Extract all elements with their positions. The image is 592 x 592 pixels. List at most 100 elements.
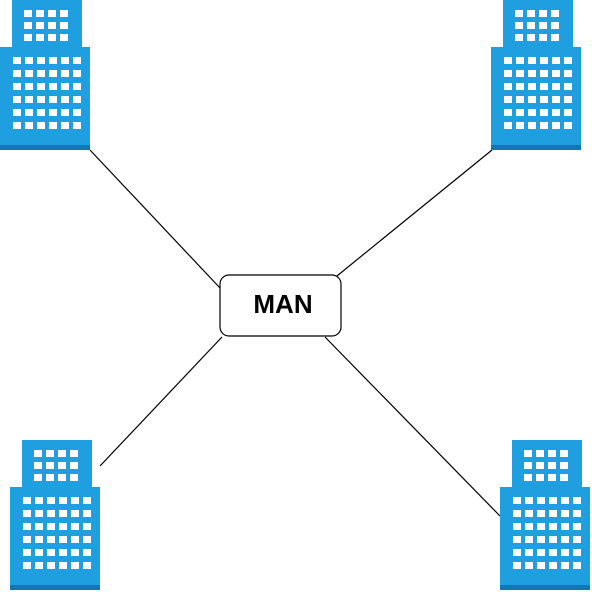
building-window (71, 523, 79, 530)
office-building-icon (500, 440, 590, 590)
building-window (25, 109, 33, 116)
building-window (528, 57, 536, 64)
building-window (564, 57, 572, 64)
building-window (49, 57, 57, 64)
building-window (37, 122, 45, 129)
building-window (540, 70, 548, 77)
building-window (573, 562, 581, 569)
building-window (540, 109, 548, 116)
building-window (59, 523, 67, 530)
building-window (48, 10, 56, 17)
building-window (561, 510, 569, 517)
building-window (525, 510, 533, 517)
building-window (49, 96, 57, 103)
building-window (23, 536, 31, 543)
building-window (25, 70, 33, 77)
link-bottom-right (324, 336, 501, 517)
building-window (539, 34, 547, 41)
building-window (504, 96, 512, 103)
building-window (13, 109, 21, 116)
building-window (536, 474, 544, 481)
building-tower (512, 440, 582, 487)
building-window (516, 96, 524, 103)
building-window (548, 450, 556, 457)
building-window (48, 22, 56, 29)
building-base (10, 585, 100, 590)
building-window (83, 497, 91, 504)
building-window (71, 562, 79, 569)
building-window (516, 109, 524, 116)
building-window (552, 96, 560, 103)
building-window (73, 122, 81, 129)
building-window (560, 450, 568, 457)
building-window (61, 96, 69, 103)
building-window (35, 549, 43, 556)
building-window (504, 122, 512, 129)
building-window (73, 83, 81, 90)
building-window (37, 70, 45, 77)
building-window (71, 549, 79, 556)
building-window (540, 57, 548, 64)
building-window (48, 34, 56, 41)
building-window (513, 549, 521, 556)
building-window (537, 562, 545, 569)
building-window (46, 450, 54, 457)
building-window (47, 510, 55, 517)
building-window (70, 474, 78, 481)
building-window (71, 536, 79, 543)
building-window (551, 22, 559, 29)
building-window (73, 96, 81, 103)
building-window (13, 96, 21, 103)
building-window (35, 523, 43, 530)
building-window (61, 70, 69, 77)
building-window (528, 70, 536, 77)
building-bottom-left (10, 440, 100, 590)
building-window (549, 510, 557, 517)
building-window (561, 562, 569, 569)
building-window (552, 109, 560, 116)
building-window (37, 109, 45, 116)
building-window (537, 536, 545, 543)
building-window (25, 122, 33, 129)
building-window (537, 510, 545, 517)
building-window (549, 549, 557, 556)
building-window (573, 497, 581, 504)
building-window (528, 96, 536, 103)
building-window (25, 83, 33, 90)
building-bottom-right (500, 440, 590, 590)
building-window (49, 109, 57, 116)
building-window (528, 109, 536, 116)
building-window (23, 549, 31, 556)
building-window (71, 510, 79, 517)
building-window (515, 10, 523, 17)
building-window (23, 562, 31, 569)
building-window (34, 474, 42, 481)
building-window (540, 96, 548, 103)
man-hub-box[interactable] (219, 274, 342, 337)
building-window (59, 549, 67, 556)
building-window (36, 10, 44, 17)
building-window (60, 34, 68, 41)
building-window (61, 83, 69, 90)
network-links (89, 149, 501, 517)
building-window (35, 497, 43, 504)
building-window (573, 536, 581, 543)
building-window (537, 497, 545, 504)
building-window (548, 462, 556, 469)
building-base (500, 585, 590, 590)
building-window (561, 536, 569, 543)
building-window (525, 536, 533, 543)
building-window (548, 474, 556, 481)
building-window (61, 109, 69, 116)
building-window (35, 510, 43, 517)
building-window (37, 83, 45, 90)
man-hub[interactable]: MAN (219, 274, 342, 337)
building-window (24, 34, 32, 41)
building-top-left (0, 0, 90, 150)
building-window (13, 122, 21, 129)
building-window (552, 83, 560, 90)
building-window (47, 549, 55, 556)
building-top-right (491, 0, 581, 150)
building-window (573, 523, 581, 530)
building-window (59, 497, 67, 504)
